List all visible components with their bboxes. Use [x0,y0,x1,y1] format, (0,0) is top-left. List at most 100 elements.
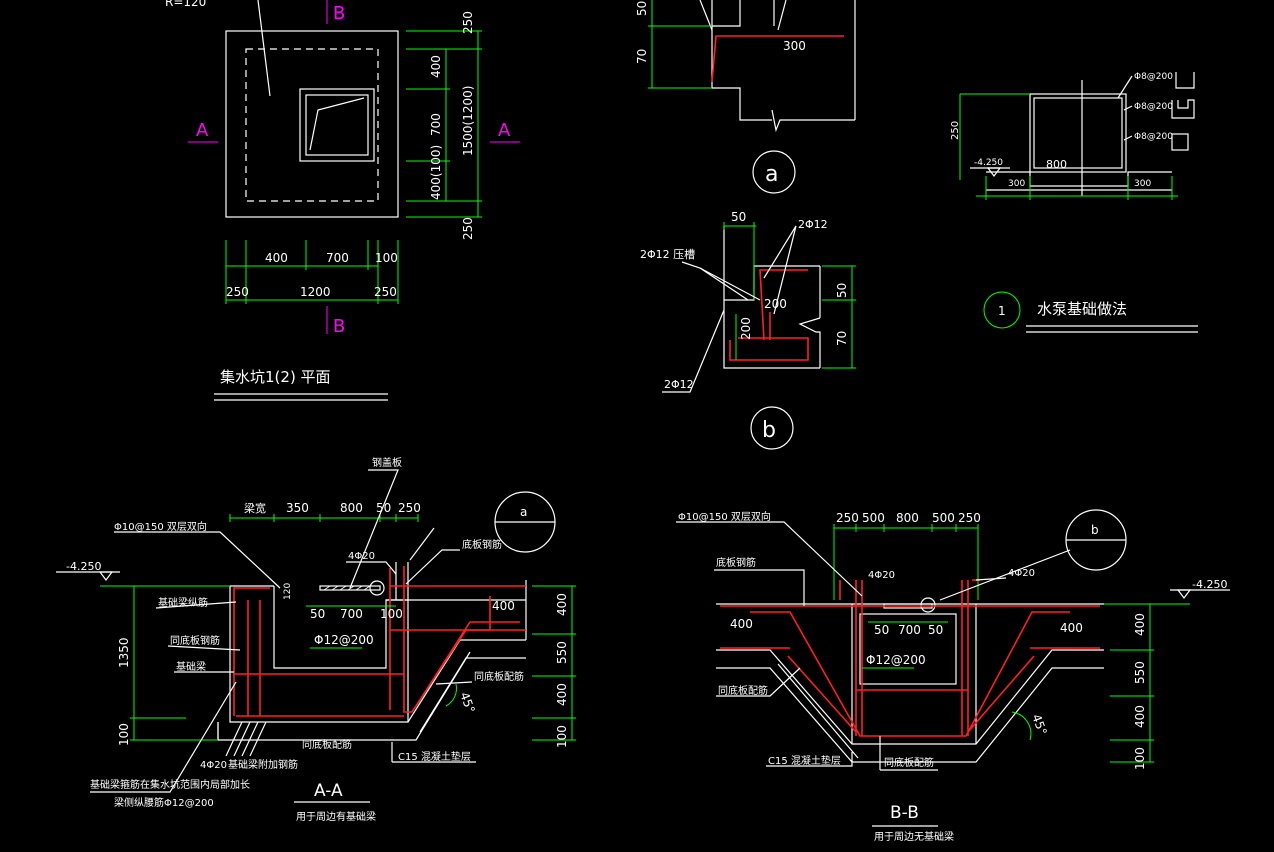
detail-b: 50 2Φ12 2Φ12 压槽 2Φ12 200 200 50 70 b [640,210,856,450]
bb-inner-bar: Φ12@200 [866,653,926,667]
aa-steel-cover: 钢盖板 [372,456,402,469]
aa-same-floor-rebar: 同底板钢筋 [170,634,220,647]
bb-top-800: 800 [896,511,919,525]
aa-left-100: 100 [117,723,131,746]
bb-inner-700: 700 [898,623,921,637]
bb-top-250-a: 250 [836,511,859,525]
pump-circle-1 [983,291,1021,329]
bb-slab-left: 400 [730,617,753,631]
aa-bar-4phi20: 4Φ20 [348,551,375,562]
aa-inner-bar: Φ12@200 [314,633,374,647]
bb-concrete: C15 混凝土垫层 [768,754,841,767]
bb-right-550: 550 [1133,661,1147,684]
aa-right-400-a: 400 [555,593,569,616]
plan-vdim-700: 700 [429,113,443,136]
bb-angle: 45° [1029,712,1049,737]
plan-dim-400: 400 [265,251,288,265]
section-mark-a-left: A [196,120,209,141]
pump-elev: -4.250 [974,158,1003,168]
bb-sump-outline [859,613,957,685]
aa-right-100: 100 [555,725,569,748]
bb-right-400-b: 400 [1133,705,1147,728]
bb-top-250-b: 250 [958,511,981,525]
bb-same-floor-2: 同底板配筋 [884,756,934,769]
aa-top-beam-width: 梁宽 [244,501,266,515]
aa-title: A-A [314,781,343,801]
aa-inner-120: 120 [283,583,293,600]
bb-bar-4-left: 4Φ20 [868,570,895,581]
aa-inner-700: 700 [340,607,363,621]
pump-bar-1: Φ8@200 [1134,72,1173,82]
detail-a-dim-70: 70 [635,49,649,64]
aa-inner-50: 50 [310,607,325,621]
pump-foundation-detail: 250 -4.250 300 800 300 Φ8@200 Φ8@200 Φ8@… [950,72,1198,333]
section-b-b: 250 500 800 500 250 Φ10@150 双层双向 b 底板钢筋 … [676,509,1230,843]
aa-top-250: 250 [398,501,421,515]
pit-dashed-outline [245,48,379,202]
detail-a-circle [752,150,796,194]
aa-left-1350: 1350 [117,637,131,668]
pump-bar-2: Φ8@200 [1134,102,1173,112]
pump-circle-number: 1 [998,304,1006,318]
pump-base-outline [1029,93,1127,173]
aa-top-50: 50 [376,501,391,515]
aa-note-2: 梁侧纵腰筋Φ12@200 [114,796,214,809]
section-mark-b-bottom: B [333,316,345,337]
detail-b-circle [750,406,794,450]
detail-b-label: b [762,418,776,443]
pump-bar-3: Φ8@200 [1134,132,1173,142]
pump-dim-250: 250 [950,121,961,140]
detail-b-dim-50-r: 50 [835,283,849,298]
pump-title: 水泵基础做法 [1037,300,1127,318]
pit-plan-view: R=120 B B A A 400 700 100 250 1200 250 [165,0,520,401]
plan-vdim-400: 400 [429,55,443,78]
aa-concrete: C15 混凝土垫层 [398,750,471,763]
aa-same-floor-1: 同底板配筋 [474,670,524,683]
pump-dim-300-left: 300 [1008,179,1025,189]
aa-slab-400: 400 [492,599,515,613]
bb-elev: -4.250 [1192,578,1227,591]
bb-rebar-callout: Φ10@150 双层双向 [678,510,771,523]
bb-same-floor-1: 同底板配筋 [718,684,768,697]
bb-top-500-b: 500 [932,511,955,525]
detail-b-bar-top: 2Φ12 [798,218,828,231]
detail-b-dim-200-b: 200 [739,317,753,340]
aa-top-800: 800 [340,501,363,515]
bb-detail-circle-label: b [1091,523,1099,537]
detail-b-dim-70-r: 70 [835,331,849,346]
bb-subtitle: 用于周边无基础梁 [874,830,954,843]
detail-b-bar-left: 2Φ12 压槽 [640,248,695,261]
aa-same-floor-2: 同底板配筋 [302,738,352,751]
pump-dim-300-right: 300 [1134,179,1151,189]
aa-inner-100: 100 [380,607,403,621]
detail-a-label: a [765,162,778,187]
plan-vdim-1500: 1500(1200) [461,86,475,156]
aa-right-550: 550 [555,641,569,664]
plan-dim-250-left: 250 [226,285,249,299]
aa-floor-rebar: 底板钢筋 [462,538,502,551]
plan-note-top: R=120 [165,0,206,9]
detail-a: 50 70 300 a [635,0,856,194]
section-a-a: 梁宽 350 800 50 250 钢盖板 Φ10@150 双层双向 4Φ20 … [56,456,576,823]
aa-bar-bottom: 4Φ20 [200,760,227,771]
section-mark-a-right: A [498,120,511,141]
bb-inner-50-b: 50 [928,623,943,637]
aa-subtitle: 用于周边有基础梁 [296,810,376,823]
bb-slab-right: 400 [1060,621,1083,635]
aa-note-1: 基础梁箍筋在集水坑范围内局部加长 [90,778,250,791]
detail-a-dim-300: 300 [783,39,806,53]
plan-vdim-400-100: 400(100) [429,145,443,200]
section-mark-b-top: B [333,3,345,24]
aa-beam-long-bar: 基础梁纵筋 [158,596,208,609]
aa-top-350: 350 [286,501,309,515]
bb-floor-rebar: 底板钢筋 [716,556,756,569]
aa-beam-extra: 基础梁附加钢筋 [228,758,298,771]
aa-rebar-callout: Φ10@150 双层双向 [114,520,207,533]
plan-title: 集水坑1(2) 平面 [220,368,331,386]
bb-bar-4-right: 4Φ20 [1008,568,1035,579]
pit-outer-outline [225,30,399,218]
plan-dim-100: 100 [375,251,398,265]
bb-right-100: 100 [1133,747,1147,770]
detail-a-dim-50: 50 [635,1,649,16]
bb-top-500-a: 500 [862,511,885,525]
